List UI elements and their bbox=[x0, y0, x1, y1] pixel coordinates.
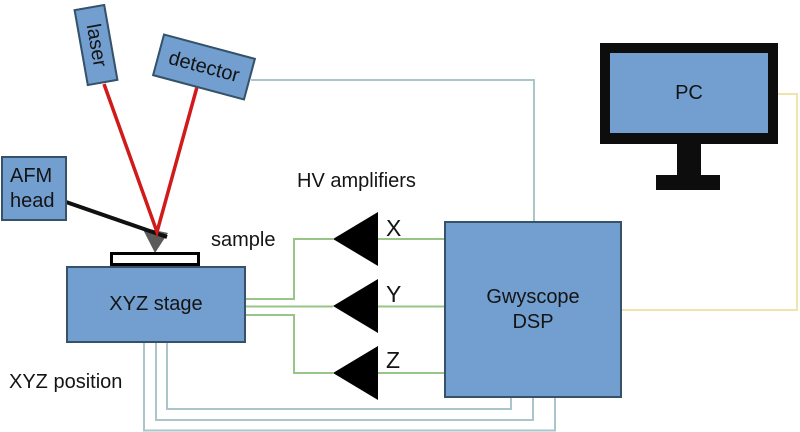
laser-beam bbox=[102, 83, 199, 238]
y-channel-label: Y bbox=[386, 281, 402, 307]
xyz-stage-label: XYZ stage bbox=[109, 293, 203, 315]
z-amp-to-stage-line bbox=[246, 314, 333, 374]
xyz-position-label: XYZ position bbox=[9, 371, 123, 393]
pc-monitor-bezel: PC bbox=[600, 43, 778, 144]
laser-label: laser bbox=[81, 21, 112, 69]
dsp-box: Gwyscope DSP bbox=[444, 221, 622, 398]
sample-label: sample bbox=[211, 229, 276, 251]
x-amplifier-symbol bbox=[333, 212, 378, 266]
afm-head-box: AFM head bbox=[1, 156, 67, 221]
pc-screen: PC bbox=[610, 53, 768, 133]
y-amplifier-symbol bbox=[333, 279, 378, 333]
detector-label: detector bbox=[166, 46, 242, 87]
cantilever bbox=[65, 200, 168, 239]
xyz-stage-box: XYZ stage bbox=[66, 266, 246, 343]
x-amp-to-stage-line bbox=[246, 238, 333, 300]
z-channel-label: Z bbox=[386, 347, 401, 373]
pc-label: PC bbox=[675, 81, 703, 104]
sample-plate bbox=[110, 252, 200, 266]
dsp-to-pc-line bbox=[622, 93, 798, 311]
stage-position-line-2 bbox=[155, 343, 534, 421]
detector-to-dsp-line bbox=[251, 79, 535, 221]
dsp-label: Gwyscope DSP bbox=[486, 285, 580, 333]
stage-position-line-1 bbox=[166, 343, 512, 410]
pc-monitor-stand bbox=[677, 143, 701, 177]
stage-position-line-3 bbox=[143, 343, 556, 432]
pc-monitor-base bbox=[656, 175, 720, 190]
hv-amplifiers-label: HV amplifiers bbox=[297, 170, 416, 192]
z-amplifier-symbol bbox=[333, 346, 378, 400]
x-channel-label: X bbox=[386, 215, 402, 241]
afm-head-label: AFM head bbox=[10, 164, 55, 212]
